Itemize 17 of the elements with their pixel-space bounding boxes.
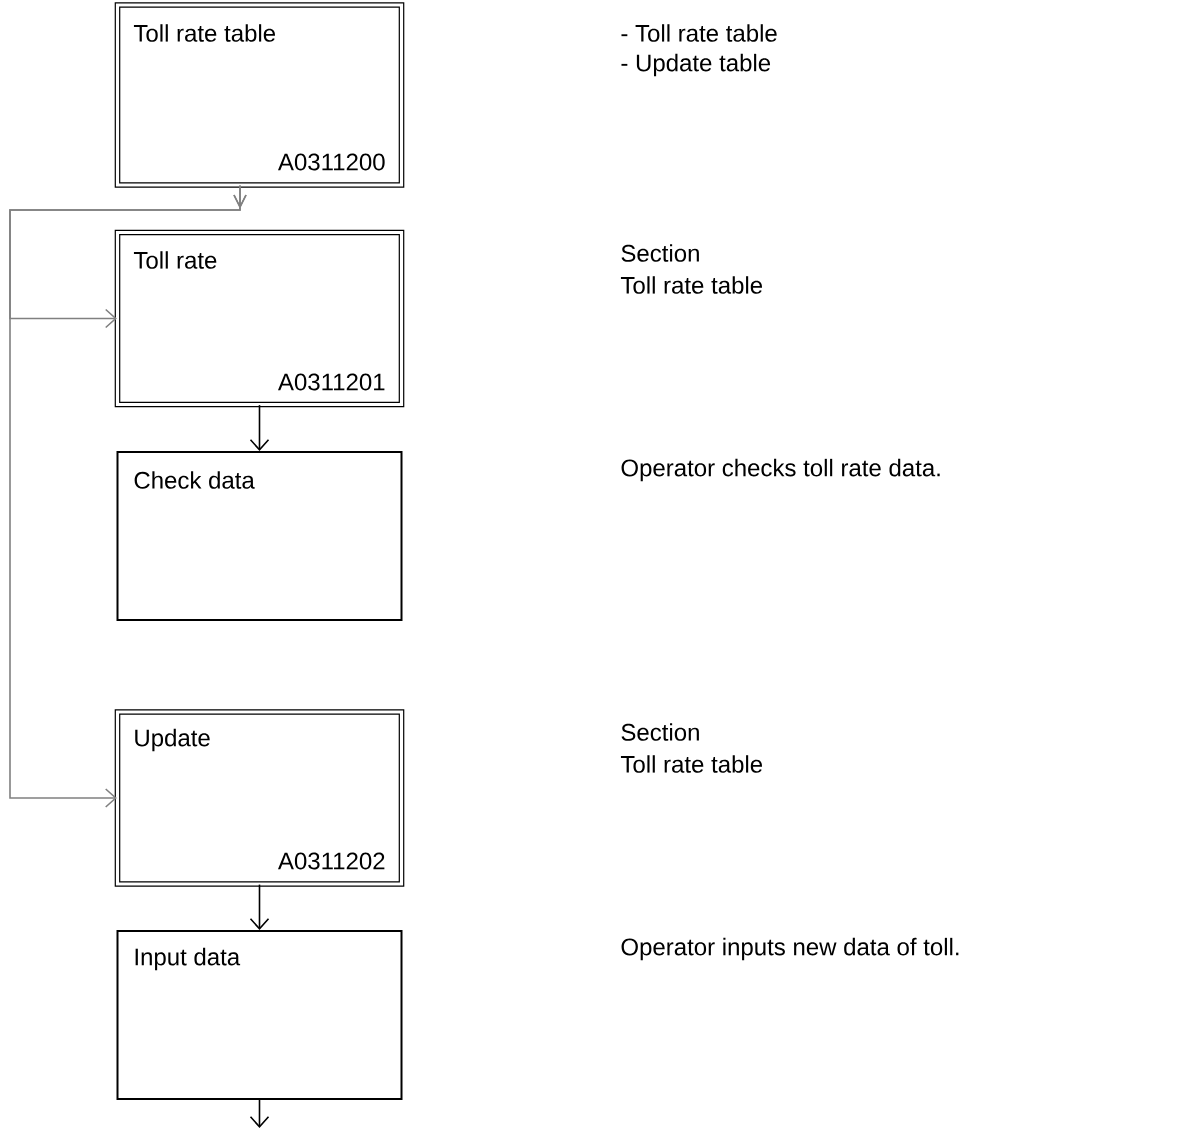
arrow (249, 883, 270, 930)
subprocess-box: Toll rate A0311201 (114, 229, 405, 408)
subprocess-box: Toll rate table A0311200 (114, 2, 405, 188)
process-box: Check data (116, 451, 403, 621)
arrow (9, 184, 247, 808)
description-text: - Toll rate table (621, 24, 777, 42)
subprocess-box: Update A0311202 (114, 709, 405, 887)
description-text: Operator inputs new data of toll. (621, 937, 959, 961)
process-box: Input data (116, 930, 403, 1100)
description-text: Toll rate table (620, 276, 763, 294)
description-text: Section (621, 723, 699, 741)
arrow (249, 404, 270, 451)
description-text: - Update table (621, 53, 771, 77)
description-text: Operator checks toll rate data. (621, 458, 940, 482)
description-text: Toll rate table (620, 755, 763, 773)
description-text: Section (621, 244, 699, 262)
arrow (249, 1099, 270, 1128)
